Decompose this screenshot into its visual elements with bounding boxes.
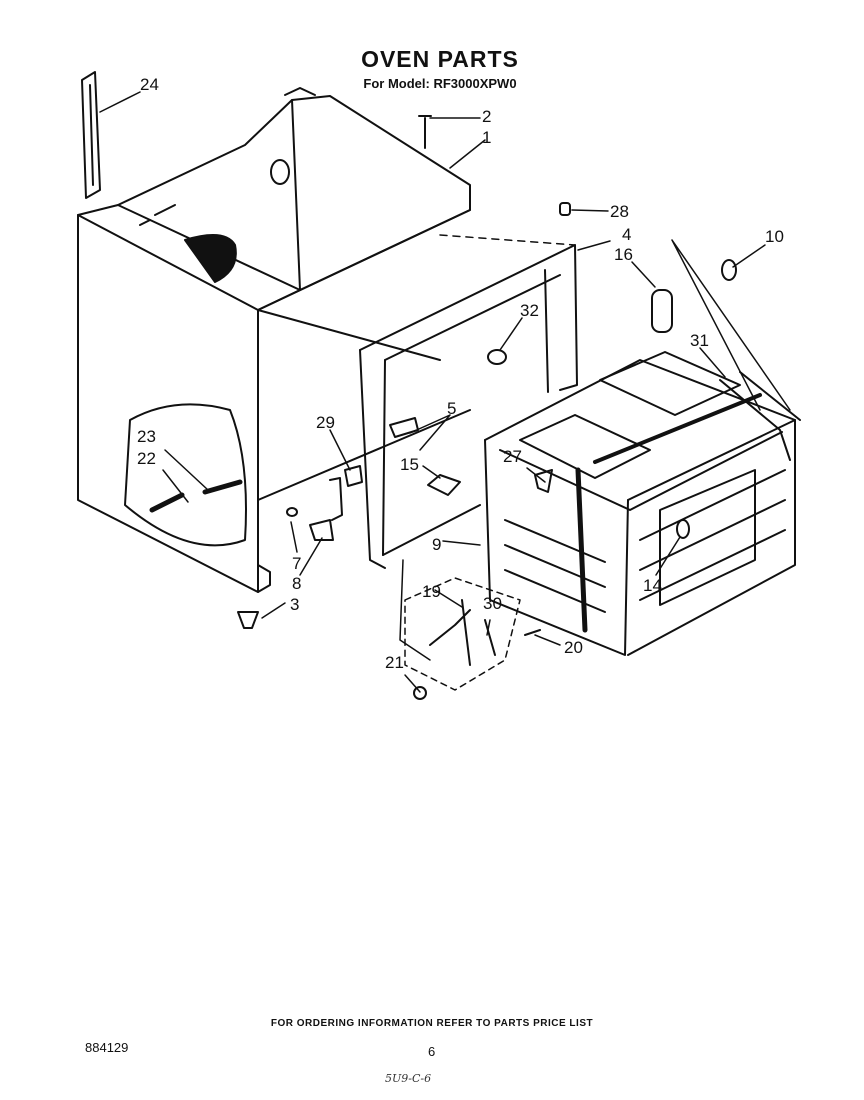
page-number: 6 (428, 1044, 436, 1059)
callout-24: 24 (140, 75, 159, 94)
callout-28: 28 (610, 202, 629, 221)
bracket-part-24 (81, 71, 101, 199)
callout-23: 23 (137, 427, 156, 446)
callout-29: 29 (316, 413, 335, 432)
rack-guides-part-31 (593, 371, 801, 464)
callout-27: 27 (503, 447, 522, 466)
callout-8: 8 (292, 574, 301, 593)
front-frame (359, 234, 578, 569)
callout-20: 20 (564, 638, 583, 657)
callout-32: 32 (520, 301, 539, 320)
callout-5: 5 (447, 399, 456, 418)
callout-31: 31 (690, 331, 709, 350)
callout-10: 10 (765, 227, 784, 246)
cabinet-body (77, 87, 471, 593)
ordering-info-note: FOR ORDERING INFORMATION REFER TO PARTS … (270, 1018, 594, 1029)
model-subtitle: For Model: RF3000XPW0 (363, 76, 517, 91)
callout-3: 3 (290, 595, 299, 614)
callout-labels: 24 2 1 28 4 10 16 32 31 5 23 22 29 27 15… (137, 75, 784, 672)
handwritten-note: 5U9-C-6 (385, 1072, 432, 1085)
callout-1: 1 (482, 128, 491, 147)
callout-22: 22 (137, 449, 156, 468)
callout-2: 2 (482, 107, 491, 126)
callout-19: 19 (422, 582, 441, 601)
callout-4: 4 (622, 225, 631, 244)
hinge-assembly-19-30 (399, 559, 521, 691)
callout-21: 21 (385, 653, 404, 672)
oven-cavity (484, 351, 796, 656)
callout-30: 30 (483, 594, 502, 613)
document-number: 884129 (85, 1040, 129, 1055)
callout-14: 14 (643, 576, 662, 595)
callout-15: 15 (400, 455, 419, 474)
callout-16: 16 (614, 245, 633, 264)
callout-9: 9 (432, 535, 441, 554)
small-parts (237, 115, 737, 700)
page-title: OVEN PARTS (361, 46, 519, 72)
callout-7: 7 (292, 554, 301, 573)
leader-lines (99, 91, 791, 693)
